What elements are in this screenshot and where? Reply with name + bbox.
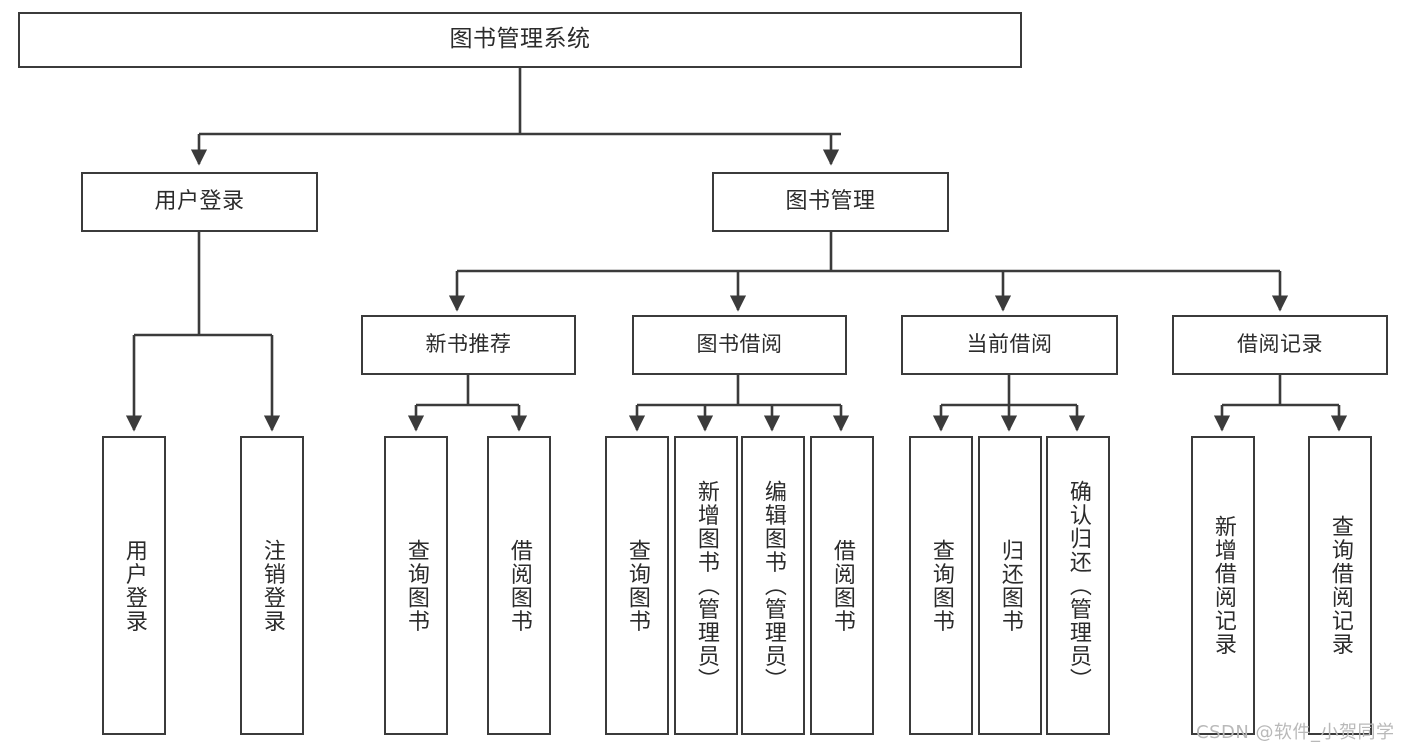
node-label: 图书管理系统 bbox=[449, 26, 591, 53]
node-label: 新增图书（管理员） bbox=[693, 479, 719, 692]
leaf-current-query-book[interactable]: 查询图书 bbox=[909, 436, 973, 735]
node-label: 查询图书 bbox=[624, 538, 650, 633]
leaf-borrow-query-book[interactable]: 查询图书 bbox=[605, 436, 669, 735]
node-borrow-record[interactable]: 借阅记录 bbox=[1172, 315, 1388, 375]
node-label: 注销登录 bbox=[259, 538, 285, 633]
node-root-system[interactable]: 图书管理系统 bbox=[18, 12, 1022, 68]
leaf-user-login[interactable]: 用户登录 bbox=[102, 436, 166, 735]
node-label: 新增借阅记录 bbox=[1210, 515, 1236, 656]
node-book-borrow[interactable]: 图书借阅 bbox=[632, 315, 847, 375]
node-book-management[interactable]: 图书管理 bbox=[712, 172, 949, 232]
leaf-borrow-borrow-book[interactable]: 借阅图书 bbox=[810, 436, 874, 735]
node-label: 查询借阅记录 bbox=[1327, 515, 1353, 656]
node-label: 新书推荐 bbox=[425, 332, 512, 357]
node-label: 图书管理 bbox=[785, 188, 876, 214]
leaf-record-query-record[interactable]: 查询借阅记录 bbox=[1308, 436, 1372, 735]
leaf-recommend-borrow-book[interactable]: 借阅图书 bbox=[487, 436, 551, 735]
leaf-current-confirm-return[interactable]: 确认归还（管理员） bbox=[1046, 436, 1110, 735]
node-label: 确认归还（管理员） bbox=[1065, 479, 1091, 692]
node-label: 查询图书 bbox=[928, 538, 954, 633]
node-label: 借阅图书 bbox=[506, 538, 532, 633]
leaf-record-add-record[interactable]: 新增借阅记录 bbox=[1191, 436, 1255, 735]
node-label: 编辑图书（管理员） bbox=[760, 479, 786, 692]
leaf-logout[interactable]: 注销登录 bbox=[240, 436, 304, 735]
node-label: 归还图书 bbox=[997, 538, 1023, 633]
leaf-recommend-query-book[interactable]: 查询图书 bbox=[384, 436, 448, 735]
leaf-borrow-edit-book[interactable]: 编辑图书（管理员） bbox=[741, 436, 805, 735]
node-label: 借阅记录 bbox=[1237, 332, 1323, 357]
node-label: 借阅图书 bbox=[829, 538, 855, 633]
node-label: 用户登录 bbox=[121, 538, 147, 633]
leaf-current-return-book[interactable]: 归还图书 bbox=[978, 436, 1042, 735]
node-label: 用户登录 bbox=[154, 188, 245, 214]
node-label: 当前借阅 bbox=[966, 332, 1053, 357]
leaf-borrow-add-book[interactable]: 新增图书（管理员） bbox=[674, 436, 738, 735]
node-label: 查询图书 bbox=[403, 538, 429, 633]
node-current-borrow[interactable]: 当前借阅 bbox=[901, 315, 1118, 375]
node-user-login[interactable]: 用户登录 bbox=[81, 172, 318, 232]
node-new-book-recommend[interactable]: 新书推荐 bbox=[361, 315, 576, 375]
node-label: 图书借阅 bbox=[696, 332, 783, 357]
csdn-watermark: CSDN @软件_小贺同学 bbox=[1196, 722, 1395, 743]
